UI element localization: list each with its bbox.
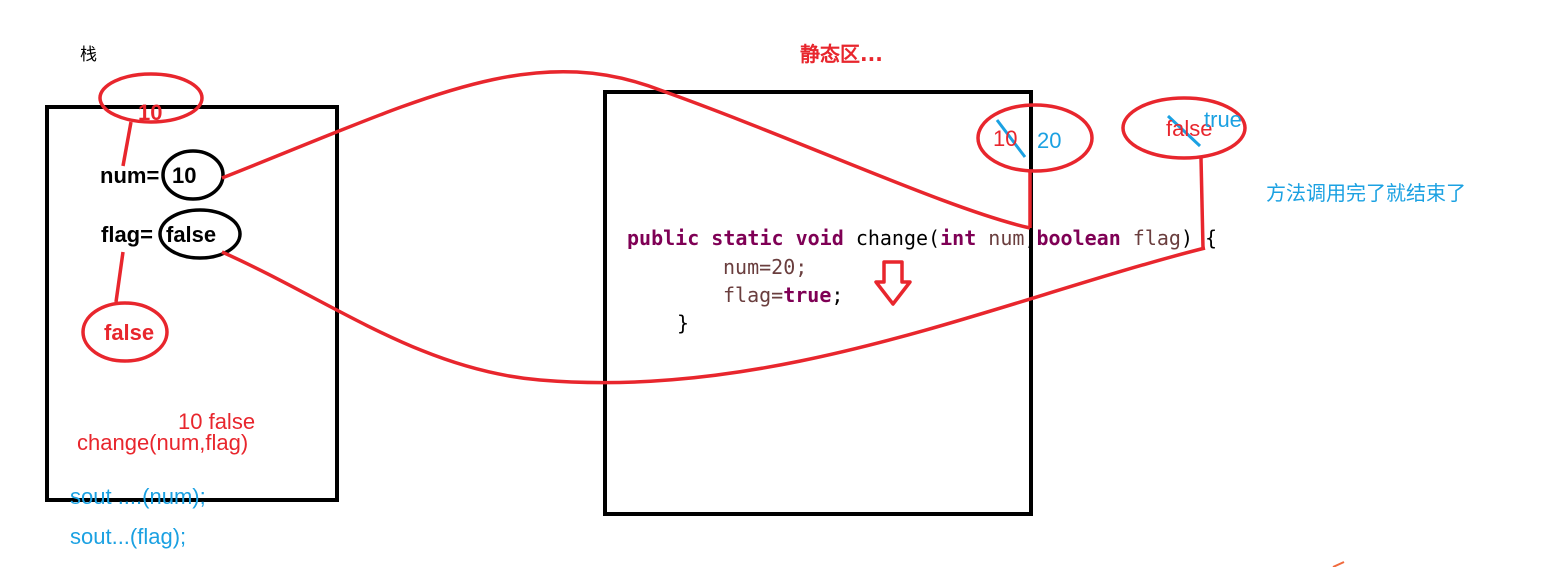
assign-flag-line: flag=true; <box>723 283 843 307</box>
stack-frame-box <box>45 105 339 502</box>
param-flag-circle <box>1121 96 1247 160</box>
param-flag-new-value: true <box>1204 107 1242 132</box>
down-arrow-icon <box>874 260 912 306</box>
stack-title: 栈 <box>80 45 97 65</box>
method-signature: public static void change(int num,boolea… <box>627 226 1217 250</box>
flag-value-circle <box>158 208 242 260</box>
method-end-note: 方法调用完了就结束了 <box>1266 181 1466 205</box>
method-name: change( <box>855 226 941 250</box>
num-pass-curve <box>221 70 1031 230</box>
flag-label: flag= <box>101 222 153 247</box>
param-num-new-value: 20 <box>1037 128 1062 153</box>
param-flag-old-value: false <box>1166 116 1213 141</box>
assign-flag-var: flag= <box>723 283 784 307</box>
flag-value: false <box>166 222 217 247</box>
num-annotation-connector <box>121 121 133 167</box>
param-num-circle <box>976 103 1094 173</box>
static-area-box <box>603 90 1033 516</box>
call-argument-values: 10 false <box>178 409 256 434</box>
print-flag-statement: sout...(flag); <box>70 524 187 549</box>
flag-old-strike <box>1166 114 1202 148</box>
assign-flag-semicolon: ; <box>831 283 844 307</box>
num-annotation-circle <box>98 72 204 124</box>
keyword-boolean: boolean <box>1036 226 1121 250</box>
param-num: num <box>988 226 1025 250</box>
flag-annotation-circle <box>81 301 169 363</box>
num-value-circle <box>161 149 225 201</box>
num-old-strike <box>995 119 1027 158</box>
param-num-old-value: 10 <box>993 126 1018 151</box>
assign-flag-value: true <box>783 283 832 307</box>
signature-end: ) { <box>1180 226 1218 250</box>
num-label: num= <box>100 163 160 188</box>
assign-num-line: num=20; <box>723 255 808 279</box>
static-area-title: 静态区... <box>800 42 883 66</box>
method-call: change(num,flag) <box>77 430 249 455</box>
keyword-int: int <box>940 226 977 250</box>
param-separator: , <box>1024 226 1037 250</box>
print-num-statement: sout ....(num); <box>70 484 206 509</box>
keyword-static: static <box>711 226 784 250</box>
param-flag-connector <box>1199 157 1205 249</box>
flag-annotation-value: false <box>104 320 155 345</box>
num-value: 10 <box>172 163 197 188</box>
flag-pass-curve <box>221 246 1206 385</box>
keyword-void: void <box>795 226 844 250</box>
keyword-public: public <box>627 226 700 250</box>
param-flag: flag <box>1132 226 1181 250</box>
num-annotation-value: 10 <box>138 100 163 125</box>
stray-mark <box>1332 561 1345 567</box>
flag-annotation-connector <box>114 251 125 303</box>
closing-brace: } <box>677 311 690 335</box>
